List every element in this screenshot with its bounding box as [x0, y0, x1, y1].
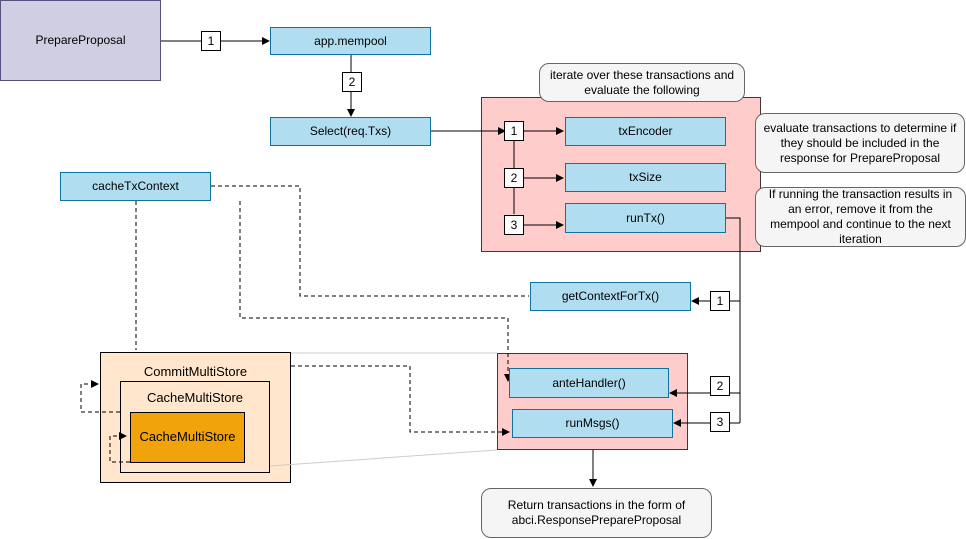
step-number-text: 3 — [510, 217, 518, 232]
step-number-run-3: 3 — [710, 412, 730, 432]
edge-loop-cachestore-inner — [109, 432, 130, 463]
step-number-text: 3 — [716, 414, 724, 429]
ante-handler-label: anteHandler() — [552, 375, 626, 390]
run-tx-label: runTx() — [626, 210, 665, 225]
edge-loop-cachestore-outer — [80, 380, 120, 413]
step-number-loop-2: 2 — [504, 168, 524, 188]
app-mempool-label: app.mempool — [314, 33, 387, 48]
step-number-text: 1 — [510, 123, 518, 138]
step-number-text: 1 — [207, 33, 215, 48]
step-number-loop-3: 3 — [504, 215, 524, 235]
tx-encoder-label: txEncoder — [618, 124, 673, 138]
error-note-text: If running the transaction results in an… — [768, 187, 953, 246]
step-number-run-2: 2 — [710, 376, 730, 396]
cache-multi-store-inner-label: CacheMultiStore — [139, 429, 236, 445]
tx-encoder-node: txEncoder — [565, 117, 726, 146]
zoom-line-bottom — [269, 449, 498, 467]
evaluate-note: evaluate transactions to determine if th… — [755, 113, 965, 173]
ante-handler-node: anteHandler() — [509, 368, 669, 398]
return-note-text: Return transactions in the form of abci.… — [507, 498, 686, 527]
error-note: If running the transaction results in an… — [755, 187, 966, 247]
cache-multi-store-outer-label: CacheMultiStore — [146, 390, 244, 405]
run-msgs-label: runMsgs() — [565, 416, 620, 430]
step-number-run-1: 1 — [710, 291, 730, 311]
step-number-top-2: 2 — [342, 72, 362, 92]
tx-size-node: txSize — [565, 163, 726, 192]
run-msgs-node: runMsgs() — [512, 409, 673, 438]
commit-multi-store-label: CommitMultiStore — [143, 364, 248, 379]
step-number-top-1: 1 — [201, 31, 221, 51]
get-context-for-tx-label: getContextForTx() — [561, 289, 660, 303]
edge-store-to-runmsgs — [291, 365, 510, 436]
evaluate-note-text: evaluate transactions to determine if th… — [763, 120, 957, 165]
tx-size-label: txSize — [629, 170, 662, 184]
iterate-note-text: iterate over these transactions and eval… — [549, 67, 735, 97]
step-number-text: 2 — [716, 378, 724, 393]
step-number-text: 2 — [510, 170, 518, 185]
select-node: Select(req.Txs) — [270, 117, 431, 146]
step-number-loop-1: 1 — [504, 121, 524, 141]
run-tx-node: runTx() — [565, 203, 726, 233]
step-number-text: 1 — [716, 293, 724, 308]
select-label: Select(req.Txs) — [309, 124, 392, 138]
edge-runtx-trunk — [725, 217, 741, 423]
app-mempool-node: app.mempool — [270, 27, 431, 55]
prepare-proposal-label: PrepareProposal — [35, 33, 126, 47]
cache-tx-context-node: cacheTxContext — [60, 172, 211, 201]
prepare-proposal-node: PrepareProposal — [0, 0, 161, 81]
edge-cachetx-to-antehandler — [239, 201, 512, 382]
iterate-note: iterate over these transactions and eval… — [539, 63, 745, 102]
cache-multi-store-inner: CacheMultiStore — [130, 412, 245, 463]
edge-cachetx-to-getcontext — [211, 185, 529, 297]
get-context-for-tx-node: getContextForTx() — [530, 282, 691, 311]
return-note: Return transactions in the form of abci.… — [481, 488, 712, 538]
cache-tx-context-label: cacheTxContext — [92, 179, 179, 193]
step-number-text: 2 — [348, 74, 356, 89]
